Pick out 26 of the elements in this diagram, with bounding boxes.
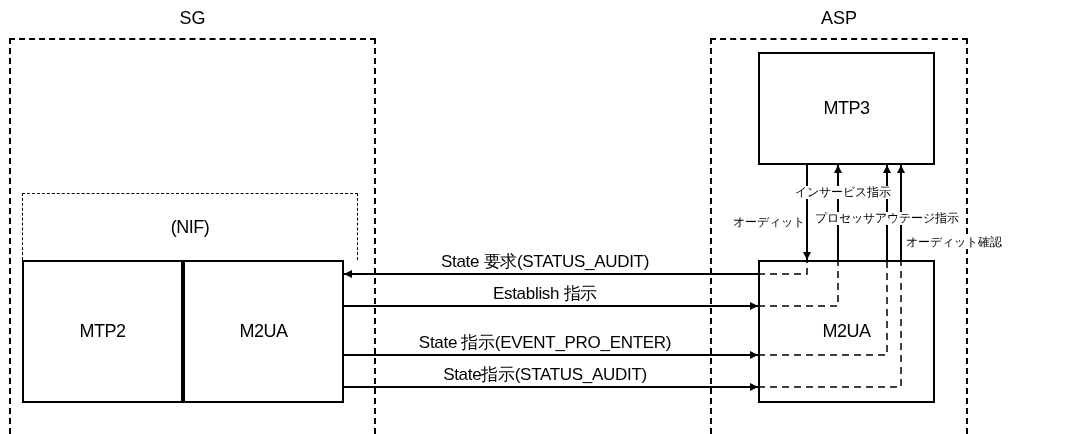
arrow [897, 164, 905, 261]
arrow [343, 383, 759, 391]
dashed-box [22, 193, 358, 260]
edge-label: インサービス指示 [795, 186, 891, 200]
box-label: M2UA [239, 321, 288, 342]
arrow [343, 351, 759, 359]
edge-label: State 要求(STATUS_AUDIT) [440, 253, 650, 272]
edge-label: State 指示(EVENT_PRO_ENTER) [418, 334, 672, 353]
process-box [183, 260, 344, 403]
process-box [22, 260, 183, 403]
box-label: MTP3 [823, 98, 870, 119]
arrow [343, 270, 759, 278]
edge-label: オーディット確認 [906, 236, 1002, 250]
edge-label: オーディット [733, 216, 805, 230]
box-label: MTP2 [79, 321, 126, 342]
region-heading: ASP [820, 8, 858, 29]
process-box [758, 52, 935, 165]
process-box [758, 260, 935, 403]
edge-label: State指示(STATUS_AUDIT) [443, 366, 647, 385]
arrow [343, 302, 759, 310]
edge-label: プロセッサアウテージ指示 [815, 212, 959, 226]
box-label: (NIF) [170, 216, 210, 238]
box-label: M2UA [822, 321, 871, 342]
region-heading: SG [178, 8, 207, 29]
arrow [803, 164, 811, 261]
edge-label: Establish 指示 [492, 285, 598, 304]
